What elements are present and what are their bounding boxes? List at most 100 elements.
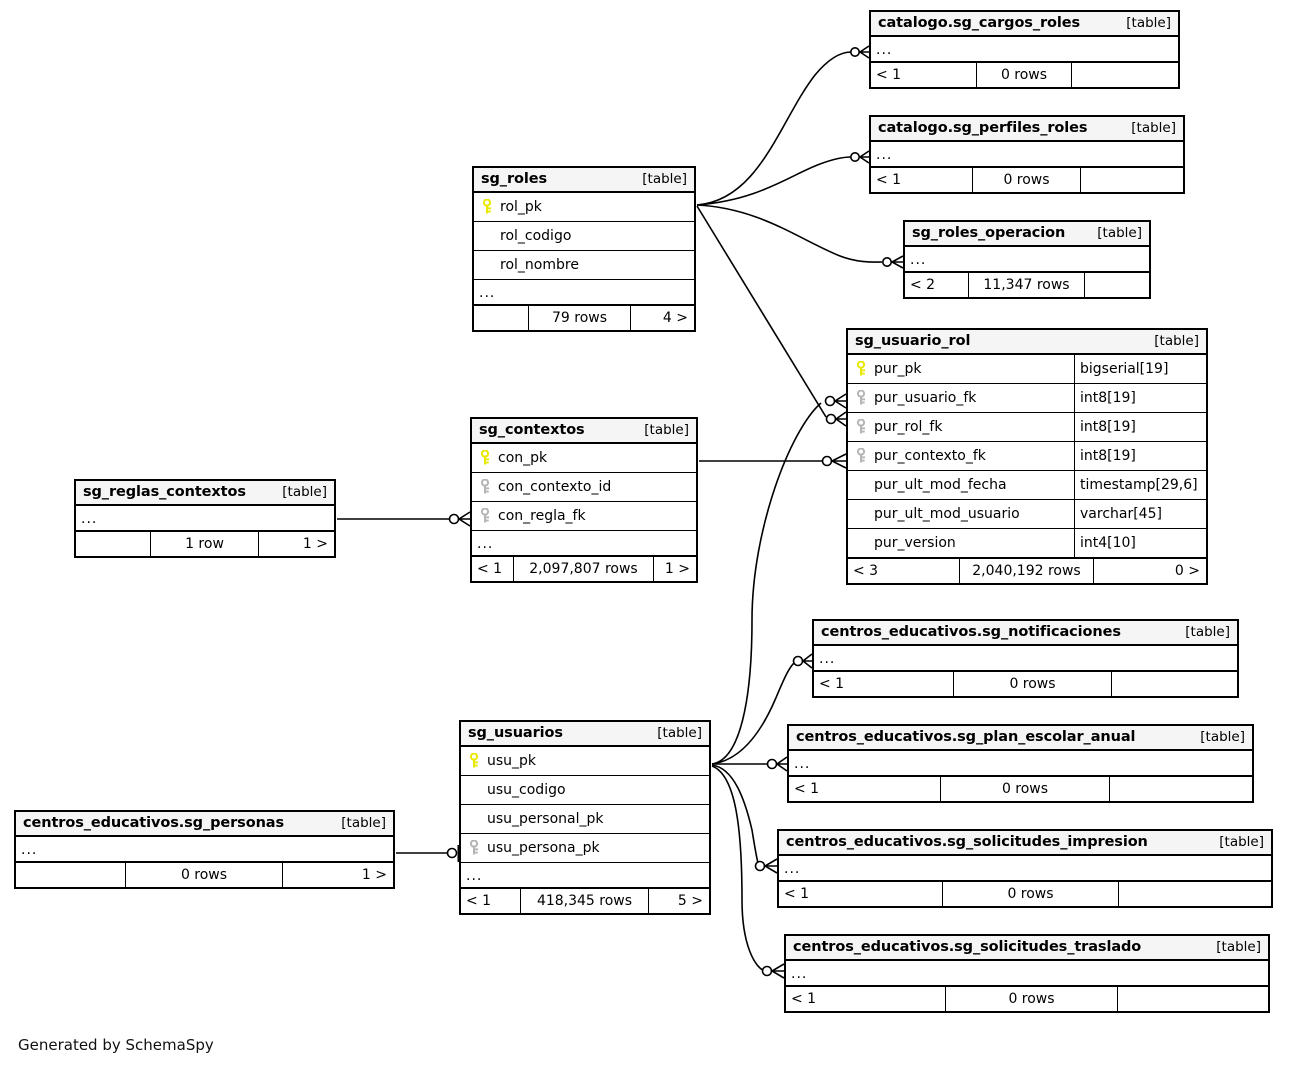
ellipsis-label: ...: [791, 966, 808, 982]
footer-row-count: 2,097,807 rows: [514, 557, 654, 581]
table-header-centros_educativos_sg_personas: centros_educativos.sg_personas[table]: [16, 812, 393, 837]
table-header-sg_contextos: sg_contextos[table]: [472, 419, 696, 444]
table-node-sg_contextos[interactable]: sg_contextos[table] con_pk con_contexto_id…: [470, 417, 698, 583]
table-node-centros_educativos_sg_notificaciones[interactable]: centros_educativos.sg_notificaciones[tab…: [812, 619, 1239, 698]
column-label: rol_pk: [500, 199, 542, 215]
footer-parent-count: < 1: [871, 168, 973, 192]
table-column-row[interactable]: usu_persona_pk: [461, 834, 709, 863]
table-title: catalogo.sg_cargos_roles: [878, 15, 1081, 31]
column-name-cell: pur_ult_mod_fecha: [848, 477, 1074, 493]
footer-row-count: 2,040,192 rows: [960, 559, 1094, 583]
table-more-columns-row: ...: [76, 506, 334, 531]
table-title: centros_educativos.sg_plan_escolar_anual: [796, 729, 1136, 745]
table-column-row[interactable]: con_regla_fk: [472, 502, 696, 531]
table-column-row[interactable]: con_pk: [472, 444, 696, 473]
table-title: catalogo.sg_perfiles_roles: [878, 120, 1088, 136]
crowsfoot-sg_roles_operacion: [881, 255, 904, 269]
table-node-centros_educativos_sg_plan_escolar_anual[interactable]: centros_educativos.sg_plan_escolar_anual…: [787, 724, 1254, 803]
footer-parent-count: [76, 532, 151, 556]
footer-row-count: 0 rows: [977, 63, 1072, 87]
column-name-cell: pur_ult_mod_usuario: [848, 506, 1074, 522]
column-label: pur_ult_mod_fecha: [874, 477, 1007, 493]
table-more-columns-row: ...: [814, 646, 1237, 671]
ellipsis-label: ...: [81, 511, 98, 527]
table-title: sg_roles_operacion: [912, 225, 1066, 241]
table-header-centros_educativos_sg_solicitudes_impresion: centros_educativos.sg_solicitudes_impres…: [779, 831, 1271, 856]
table-node-centros_educativos_sg_solicitudes_impresion[interactable]: centros_educativos.sg_solicitudes_impres…: [777, 829, 1273, 908]
table-title: sg_usuario_rol: [855, 333, 971, 349]
table-column-row[interactable]: usu_codigo: [461, 776, 709, 805]
ellipsis-label: ...: [479, 285, 496, 301]
table-more-columns-row: ...: [461, 863, 709, 888]
table-kind-label: [table]: [1219, 834, 1264, 850]
table-column-row[interactable]: rol_pk: [474, 193, 694, 222]
table-kind-label: [table]: [1216, 939, 1261, 955]
table-kind-label: [table]: [341, 815, 386, 831]
crowsfoot-sg_usuario_rol-rol-fk: [825, 411, 847, 427]
column-label: pur_version: [874, 535, 956, 551]
table-kind-label: [table]: [642, 171, 687, 187]
table-column-row[interactable]: con_contexto_id: [472, 473, 696, 502]
column-name-cell: con_pk: [472, 450, 696, 466]
table-node-sg_roles[interactable]: sg_roles[table] rol_pk rol_codigo rol_nombr…: [472, 166, 696, 332]
footer-child-count: 1 >: [302, 536, 328, 552]
column-name-cell: rol_pk: [474, 199, 694, 215]
table-kind-label: [table]: [1131, 120, 1176, 136]
table-node-centros_educativos_sg_personas[interactable]: centros_educativos.sg_personas[table]...…: [14, 810, 395, 889]
column-name-cell: con_regla_fk: [472, 508, 696, 524]
table-column-row[interactable]: usu_personal_pk: [461, 805, 709, 834]
table-kind-label: [table]: [644, 422, 689, 438]
table-node-centros_educativos_sg_solicitudes_traslado[interactable]: centros_educativos.sg_solicitudes_trasla…: [784, 934, 1270, 1013]
footer-child-count: 1 >: [361, 867, 387, 883]
column-label: rol_codigo: [500, 228, 572, 244]
column-type-cell: bigserial[19]: [1074, 355, 1206, 383]
column-label: usu_persona_pk: [487, 840, 600, 856]
column-name-cell: rol_codigo: [474, 228, 694, 244]
table-column-row[interactable]: rol_nombre: [474, 251, 694, 280]
edge-sg_roles-to-catalogo_sg_cargos_roles: [696, 51, 852, 206]
key-yellow-icon: [467, 753, 481, 769]
footer-child-count: [1118, 987, 1268, 1011]
footer-row-count: 1 row: [151, 532, 259, 556]
footer-row-count: 79 rows: [529, 306, 631, 330]
table-kind-label: [table]: [282, 484, 327, 500]
footer-row-count: 0 rows: [126, 863, 283, 887]
footer-child-count: [1112, 672, 1237, 696]
footer-parent-count: < 1: [472, 557, 514, 581]
table-header-sg_roles: sg_roles[table]: [474, 168, 694, 193]
key-gray-icon: [854, 390, 868, 406]
column-label: pur_rol_fk: [874, 419, 943, 435]
table-more-columns-row: ...: [779, 856, 1271, 881]
column-label: con_pk: [498, 450, 548, 466]
table-column-row[interactable]: usu_pk: [461, 747, 709, 776]
footer-child-count: [1119, 882, 1271, 906]
footer-row-count: 0 rows: [943, 882, 1119, 906]
footer-child-count: 5 >: [677, 893, 703, 909]
table-more-columns-row: ...: [474, 280, 694, 305]
footer-row-count: 0 rows: [946, 987, 1118, 1011]
table-column-row[interactable]: rol_codigo: [474, 222, 694, 251]
column-type-cell: int8[19]: [1074, 384, 1206, 412]
column-name-cell: usu_persona_pk: [461, 840, 709, 856]
column-label: usu_codigo: [487, 782, 566, 798]
footer-parent-count: [474, 306, 529, 330]
column-indent-spacer: [467, 782, 481, 798]
key-gray-icon: [467, 840, 481, 856]
